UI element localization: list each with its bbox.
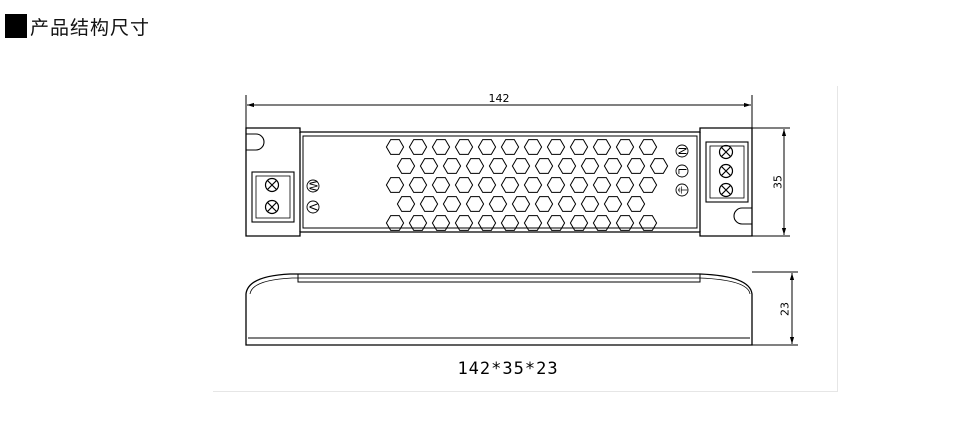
- vent-hexagon: [454, 177, 474, 193]
- label-ground: ⏚: [676, 185, 689, 196]
- vent-hexagon: [603, 196, 623, 212]
- width-dimension: [752, 127, 790, 237]
- length-value: 142: [489, 92, 510, 105]
- vent-hexagon: [419, 158, 439, 174]
- vent-hexagon: [408, 177, 428, 193]
- drawing-frame: [213, 86, 838, 392]
- height-dimension: [752, 271, 798, 346]
- vent-hexagon: [638, 139, 658, 155]
- label-v: V: [307, 203, 320, 211]
- vent-hexagon: [523, 177, 543, 193]
- vent-hexagon: [546, 139, 566, 155]
- vent-hexagon: [385, 215, 405, 231]
- vent-hexagon: [431, 139, 451, 155]
- vent-hexagon: [442, 158, 462, 174]
- terminal-screws-right: [718, 144, 734, 198]
- vent-hexagon: [615, 215, 635, 231]
- vent-hexagon: [431, 215, 451, 231]
- vent-hexagon: [557, 196, 577, 212]
- vent-hexagon: [408, 215, 428, 231]
- vent-hexagon: [615, 177, 635, 193]
- vent-hexagon: [534, 196, 554, 212]
- vent-hexagon: [638, 177, 658, 193]
- size-caption: 142*35*23: [457, 359, 558, 379]
- label-n: N: [676, 147, 689, 155]
- vent-hexagon: [534, 158, 554, 174]
- vent-hexagon: [592, 215, 612, 231]
- vent-hexagon: [431, 177, 451, 193]
- vent-hexagon: [592, 177, 612, 193]
- vent-hexagon: [465, 196, 485, 212]
- vent-hexagon: [546, 177, 566, 193]
- vent-hexagon: [626, 196, 646, 212]
- vent-hexagon: [408, 139, 428, 155]
- vent-hexagon: [511, 158, 531, 174]
- vent-hexagon: [546, 215, 566, 231]
- vent-hexagon: [626, 158, 646, 174]
- vent-hexagon: [477, 139, 497, 155]
- vent-hexagon: [385, 177, 405, 193]
- vent-hexagon: [396, 196, 416, 212]
- vent-hexagon: [523, 215, 543, 231]
- side-view: [245, 273, 753, 346]
- vent-hexagon: [500, 177, 520, 193]
- vent-hexagon: [638, 215, 658, 231]
- vent-hexagon: [488, 158, 508, 174]
- vent-hexagon: [615, 139, 635, 155]
- height-value: 23: [779, 302, 792, 316]
- label-l: L: [676, 168, 689, 175]
- vent-hexagon: [603, 158, 623, 174]
- vent-hexagon: [511, 196, 531, 212]
- vent-hexagon: [465, 158, 485, 174]
- label-w: W: [307, 181, 320, 192]
- section-heading: 产品结构尺寸: [5, 12, 150, 40]
- vent-hexagon: [569, 139, 589, 155]
- vent-hexagon: [592, 139, 612, 155]
- top-view: [245, 127, 753, 237]
- hexagon-vent-pattern: [385, 139, 669, 231]
- length-dimension: [245, 95, 753, 128]
- vent-hexagon: [454, 139, 474, 155]
- heading-bullet-square: [5, 14, 27, 38]
- vent-hexagon: [385, 139, 405, 155]
- vent-hexagon: [569, 215, 589, 231]
- vent-hexagon: [477, 215, 497, 231]
- vent-hexagon: [557, 158, 577, 174]
- width-value: 35: [772, 175, 785, 189]
- vent-hexagon: [477, 177, 497, 193]
- vent-hexagon: [580, 158, 600, 174]
- vent-hexagon: [569, 177, 589, 193]
- vent-hexagon: [523, 139, 543, 155]
- vent-hexagon: [649, 158, 669, 174]
- vent-hexagon: [500, 215, 520, 231]
- vent-hexagon: [442, 196, 462, 212]
- terminal-labels-left: W V: [307, 179, 320, 214]
- vent-hexagon: [488, 196, 508, 212]
- section-title: 产品结构尺寸: [30, 16, 151, 39]
- vent-hexagon: [419, 196, 439, 212]
- vent-hexagon: [396, 158, 416, 174]
- terminal-screws-left: [264, 177, 280, 215]
- vent-hexagon: [500, 139, 520, 155]
- vent-hexagon: [454, 215, 474, 231]
- vent-hexagon: [580, 196, 600, 212]
- terminal-labels-right: N L ⏚: [676, 144, 689, 197]
